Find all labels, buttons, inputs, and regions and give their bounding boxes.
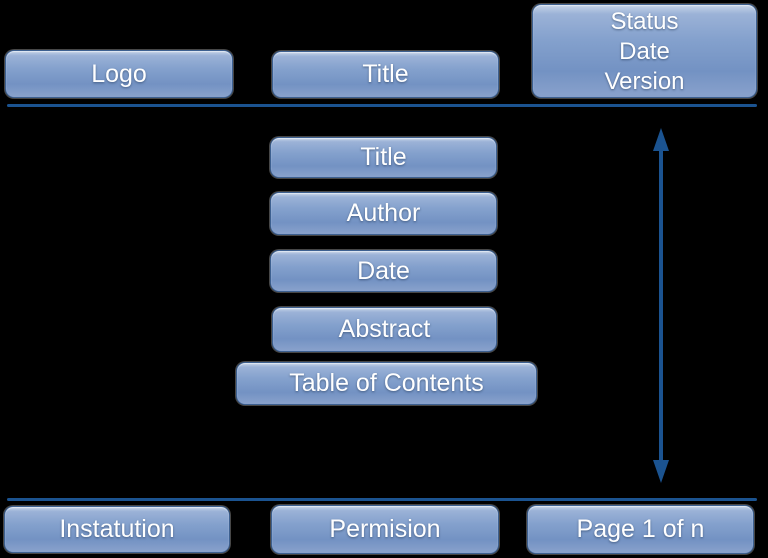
table-of-contents-box-label: Table of Contents — [289, 369, 484, 397]
author-box-label: Author — [346, 199, 421, 227]
version-line: Version — [604, 68, 685, 95]
abstract-box: Abstract — [272, 307, 497, 352]
title-box-label: Title — [360, 143, 407, 171]
title-box: Title — [270, 137, 497, 178]
header-rule — [7, 104, 757, 107]
author-box: Author — [270, 192, 497, 235]
footer-rule — [7, 498, 757, 501]
date-box: Date — [270, 250, 497, 292]
table-of-contents-box: Table of Contents — [236, 362, 537, 405]
permission-box: Permision — [271, 505, 499, 554]
date-box-label: Date — [357, 256, 410, 285]
logo-box-label: Logo — [91, 59, 147, 88]
page-number-box-label: Page 1 of n — [576, 515, 705, 543]
institution-box-label: Instatution — [59, 515, 175, 543]
arrowhead-down-icon — [653, 460, 669, 483]
header-title-box: Title — [272, 51, 499, 98]
status-date-version-box: Status Date Version — [532, 4, 757, 98]
logo-box: Logo — [5, 50, 233, 98]
arrowhead-up-icon — [653, 128, 669, 151]
abstract-box-label: Abstract — [338, 315, 431, 343]
header-title-box-label: Title — [362, 60, 409, 88]
body-extent-arrow — [653, 128, 669, 483]
status-line: Status — [610, 8, 679, 35]
date-line: Date — [619, 38, 670, 65]
arrow-shaft — [659, 148, 663, 463]
permission-box-label: Permision — [329, 515, 441, 543]
institution-box: Instatution — [4, 506, 230, 553]
page-number-box: Page 1 of n — [527, 505, 754, 554]
